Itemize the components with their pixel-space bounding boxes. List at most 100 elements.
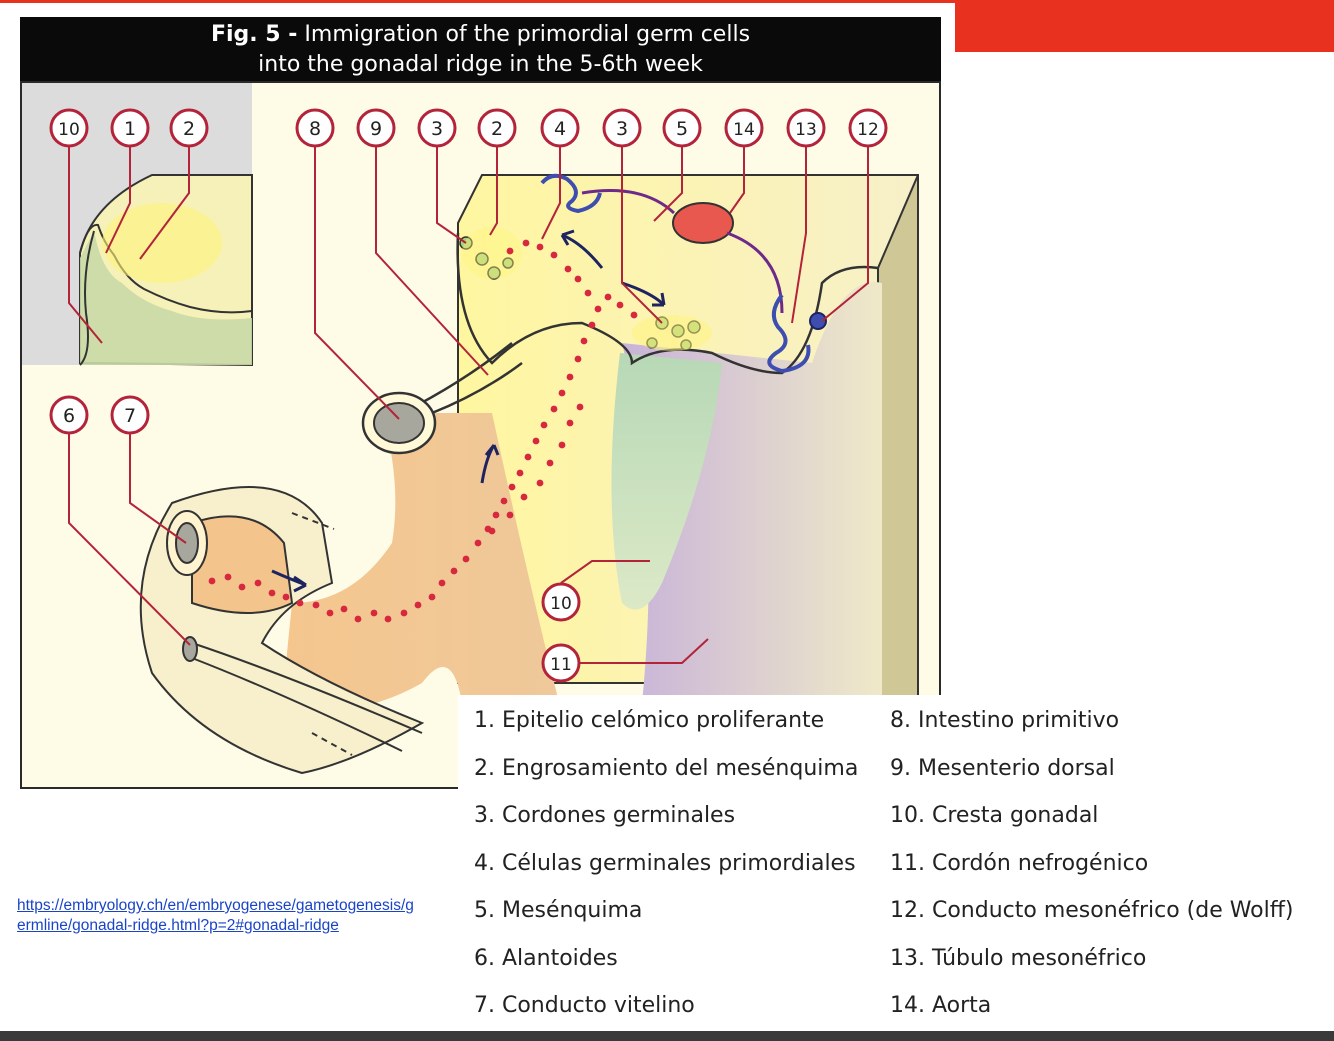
callout-5: 5	[662, 108, 702, 148]
germ-cell	[580, 337, 588, 345]
callout-7: 7	[110, 395, 150, 435]
mesonephric-duct	[809, 312, 827, 330]
germ-cell	[400, 609, 408, 617]
germ-cell	[524, 453, 532, 461]
germ-cell	[438, 579, 446, 587]
germ-cell	[522, 239, 530, 247]
allantois-tube	[139, 486, 425, 775]
legend-column-right: 8. Intestino primitivo 9. Mesenterio dor…	[890, 695, 1294, 1028]
callout-14: 14	[724, 108, 764, 148]
mesenchyme-thickening	[632, 315, 712, 351]
germ-cell	[238, 583, 246, 591]
legend-item: 10. Cresta gonadal	[890, 803, 1099, 828]
callout-3: 3	[602, 108, 642, 148]
callout-leaders	[68, 147, 869, 664]
callout-leader-line	[580, 638, 709, 664]
germ-cell	[208, 577, 216, 585]
mesenchyme-thickening-2	[462, 227, 522, 279]
germ-cell	[474, 539, 482, 547]
germ-cell	[296, 599, 304, 607]
legend-item: 1. Epitelio celómico proliferante	[474, 708, 825, 733]
bottom-bar	[0, 1031, 1334, 1041]
germ-cell	[428, 593, 436, 601]
callout-leader-line	[436, 147, 467, 244]
legend-item: 13. Túbulo mesonéfrico	[890, 945, 1147, 971]
callout-circle	[49, 108, 89, 148]
callout-circle	[662, 108, 702, 148]
callout-2: 2	[477, 108, 517, 148]
germ-cell	[500, 497, 508, 505]
germ-cell	[506, 511, 514, 519]
callout-number: 2	[183, 118, 195, 140]
callout-number: 9	[370, 118, 382, 140]
germ-cell	[312, 601, 320, 609]
callout-leader-line	[105, 147, 131, 254]
callout-circle	[49, 395, 89, 435]
legend-item: 14. Aorta	[890, 993, 992, 1018]
germ-cell	[488, 527, 496, 535]
callout-leader-line	[541, 147, 561, 240]
source-link[interactable]: https://embryology.ch/en/embryogenese/ga…	[17, 897, 414, 934]
germ-cell	[384, 615, 392, 623]
figure-title: Fig. 5 - Immigration of the primordial g…	[20, 17, 941, 81]
callout-leader-line	[375, 147, 489, 376]
callout-number: 3	[431, 118, 443, 140]
germ-cell	[492, 511, 500, 519]
callout-circle	[724, 108, 764, 148]
germ-cell	[550, 251, 558, 259]
germ-cell	[574, 275, 582, 283]
callout-number: 5	[676, 118, 688, 140]
gonadal-ridge	[611, 353, 722, 610]
germ-cell	[566, 373, 574, 381]
germ-cell	[462, 555, 470, 563]
figure-title-line2: into the gonadal ridge in the 5-6th week	[258, 52, 703, 77]
callout-4: 4	[540, 108, 580, 148]
legend: 1. Epitelio celómico proliferante 2. Eng…	[458, 695, 1334, 1031]
callout-circle	[541, 643, 581, 683]
legend-item: 5. Mesénquima	[474, 898, 643, 923]
primordial-germ-cells	[208, 239, 638, 623]
callout-leader-line	[621, 147, 663, 324]
callout-circle	[110, 395, 150, 435]
callout-10: 10	[49, 108, 89, 148]
callout-2: 2	[169, 108, 209, 148]
germ-cell	[574, 355, 582, 363]
callout-12: 12	[848, 108, 888, 148]
germ-cell	[508, 483, 516, 491]
figure-title-line1: Immigration of the primordial germ cells	[304, 22, 751, 47]
callout-number: 11	[550, 655, 572, 675]
aorta	[672, 202, 734, 244]
callout-13: 13	[786, 108, 826, 148]
migration-arrows	[271, 229, 666, 593]
germ-cell	[450, 567, 458, 575]
germ-cell	[540, 421, 548, 429]
callout-number: 8	[309, 118, 321, 140]
inset-detail	[22, 83, 253, 367]
callout-10: 10	[541, 582, 581, 622]
callout-leader-line	[729, 147, 745, 214]
top-accent-rule	[0, 0, 1334, 3]
germ-cell	[326, 609, 334, 617]
callout-circle	[417, 108, 457, 148]
callout-leader-line	[821, 147, 869, 322]
germ-cell	[546, 459, 554, 467]
callout-leader-line	[139, 147, 190, 260]
aorta-branch-2	[726, 231, 784, 314]
germ-cell	[616, 301, 624, 309]
germ-cell	[564, 265, 572, 273]
callout-circle	[477, 108, 517, 148]
callout-circle	[295, 108, 335, 148]
legend-item: 2. Engrosamiento del mesénquima	[474, 755, 859, 781]
germ-cell	[536, 243, 544, 251]
legend-item: 6. Alantoides	[474, 945, 618, 971]
germ-cell	[354, 615, 362, 623]
callout-number: 13	[795, 120, 817, 140]
legend-item: 9. Mesenterio dorsal	[890, 755, 1115, 781]
germ-cell	[224, 573, 232, 581]
germ-cell	[576, 403, 584, 411]
germ-cell	[584, 289, 592, 297]
germ-cell	[536, 479, 544, 487]
figure: Fig. 5 - Immigration of the primordial g…	[0, 3, 955, 798]
